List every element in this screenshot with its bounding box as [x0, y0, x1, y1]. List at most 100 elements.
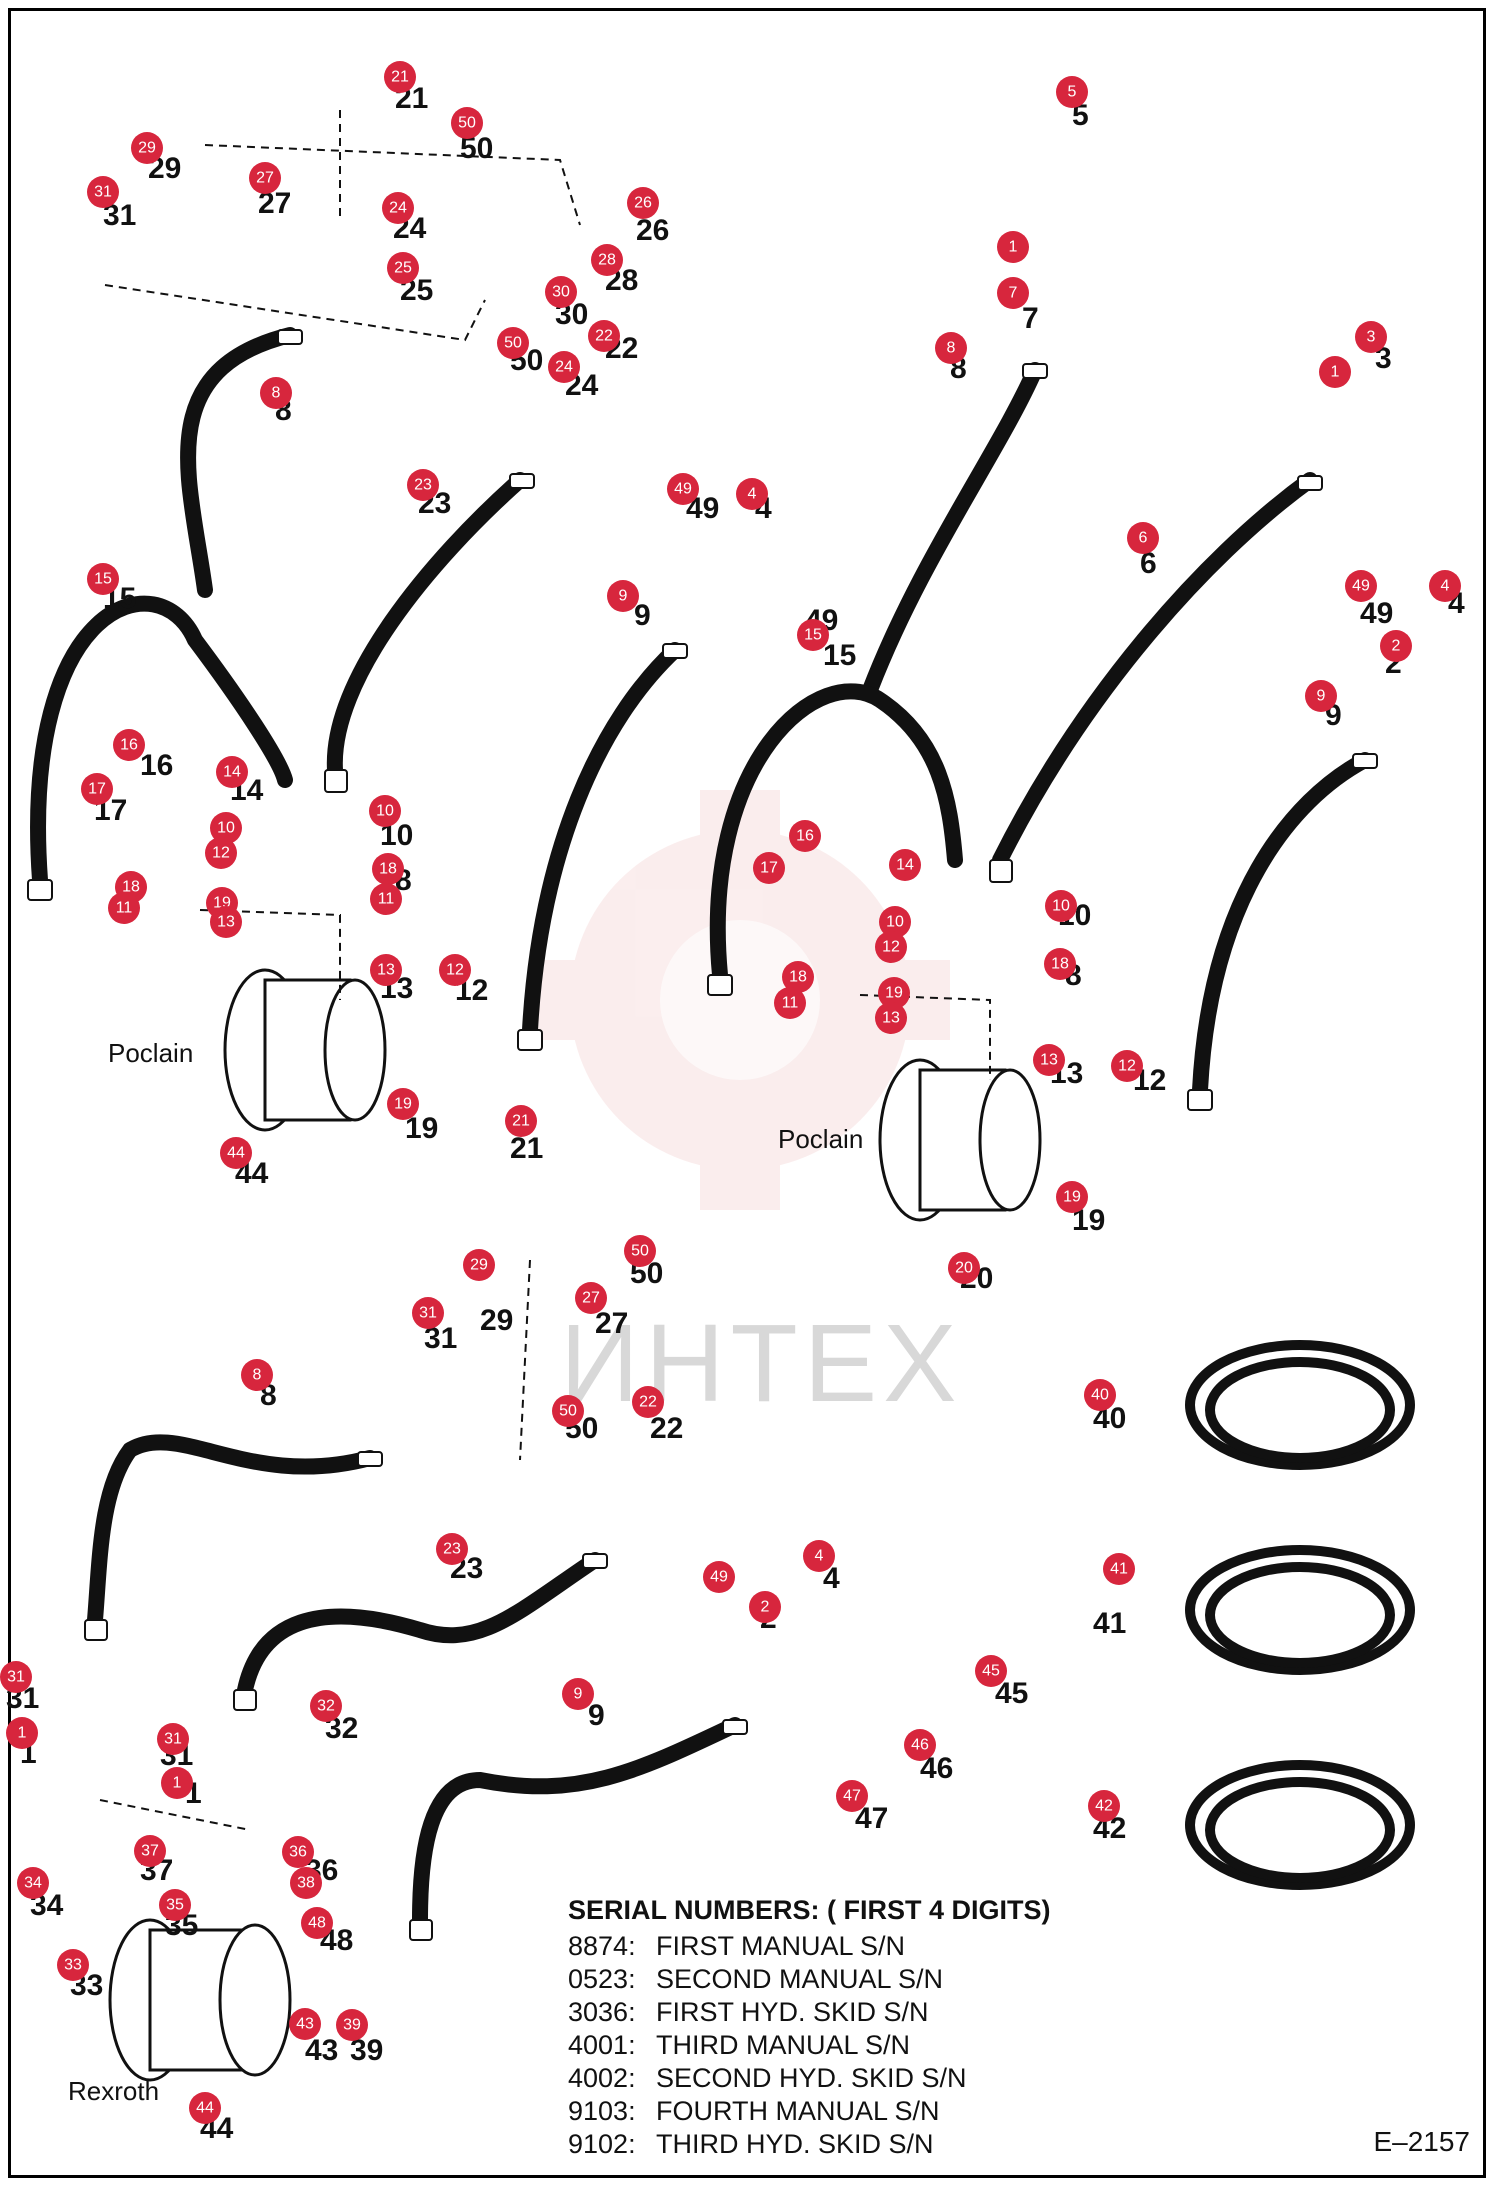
badge-31b: 31	[412, 1297, 444, 1329]
badge-50: 50	[451, 107, 483, 139]
badge-14: 14	[216, 756, 248, 788]
badge-22b: 22	[632, 1386, 664, 1418]
svg-text:9: 9	[619, 588, 628, 605]
serial-code: 8874:	[568, 1931, 636, 1961]
badge-42: 42	[1088, 1790, 1120, 1822]
svg-text:50: 50	[559, 1403, 577, 1420]
svg-text:19: 19	[394, 1096, 412, 1113]
badge-19d: 19	[1056, 1181, 1088, 1213]
svg-text:49: 49	[1360, 597, 1393, 630]
svg-text:49: 49	[710, 1569, 728, 1586]
svg-text:9: 9	[574, 1686, 583, 1703]
serial-numbers-table: SERIAL NUMBERS: ( FIRST 4 DIGITS) 8874:F…	[568, 1895, 1051, 2161]
svg-text:42: 42	[1095, 1798, 1113, 1815]
badge-49c: 49	[703, 1561, 735, 1593]
svg-text:1: 1	[1009, 239, 1018, 256]
svg-text:4: 4	[815, 1548, 824, 1565]
svg-text:10: 10	[886, 914, 904, 931]
serial-text: THIRD MANUAL S/N	[656, 2030, 911, 2060]
svg-text:1: 1	[173, 1775, 182, 1792]
serial-code: 0523:	[568, 1964, 636, 1994]
badge-22: 22	[588, 320, 620, 352]
page-frame	[8, 8, 1486, 2178]
hoses	[30, 327, 1373, 1928]
badge-46: 46	[904, 1729, 936, 1761]
badge-10: 10	[210, 812, 242, 844]
badge-20: 20	[948, 1252, 980, 1284]
badge-10d: 10	[1045, 890, 1077, 922]
badge-1b: 1	[1319, 356, 1351, 388]
badge-44: 44	[220, 1137, 252, 1169]
svg-text:50: 50	[631, 1243, 649, 1260]
drawing-id: E–2157	[1373, 2126, 1470, 2157]
badge-15b: 15	[797, 619, 829, 651]
badge-23: 23	[407, 469, 439, 501]
badge-18d: 18	[1044, 948, 1076, 980]
motor-poclain-right	[878, 1058, 1042, 1222]
svg-text:31: 31	[7, 1669, 25, 1686]
svg-text:9: 9	[1317, 688, 1326, 705]
serial-text: SECOND MANUAL S/N	[656, 1964, 944, 1994]
svg-text:1: 1	[18, 1725, 27, 1742]
svg-text:26: 26	[634, 195, 652, 212]
svg-text:4: 4	[823, 1562, 840, 1595]
svg-text:15: 15	[823, 639, 856, 672]
svg-text:26: 26	[636, 214, 669, 247]
svg-text:17: 17	[760, 860, 778, 877]
svg-text:19: 19	[885, 985, 903, 1002]
svg-text:49: 49	[674, 481, 692, 498]
svg-text:29: 29	[470, 1257, 488, 1274]
svg-text:29: 29	[138, 140, 156, 157]
serial-row: 9103:FOURTH MANUAL S/N	[568, 2095, 1051, 2128]
svg-text:21: 21	[512, 1113, 530, 1130]
svg-text:35: 35	[166, 1897, 184, 1914]
badge-50c: 50	[624, 1235, 656, 1267]
badge-8c: 8	[241, 1359, 273, 1391]
badge-11c: 11	[774, 987, 806, 1019]
svg-text:3: 3	[1367, 329, 1376, 346]
badge-12d: 12	[1111, 1050, 1143, 1082]
svg-text:23: 23	[443, 1541, 461, 1558]
svg-text:14: 14	[223, 764, 241, 781]
badge-36: 36	[282, 1836, 314, 1868]
badge-12c: 12	[875, 931, 907, 963]
svg-text:13: 13	[377, 962, 395, 979]
svg-text:9: 9	[634, 599, 651, 632]
svg-text:11: 11	[116, 900, 133, 917]
svg-text:22: 22	[595, 328, 613, 345]
svg-text:33: 33	[64, 1957, 82, 1974]
badge-10b: 10	[369, 795, 401, 827]
badge-49: 49	[667, 473, 699, 505]
svg-text:31: 31	[94, 184, 112, 201]
svg-text:47: 47	[843, 1788, 861, 1805]
svg-text:21: 21	[391, 69, 409, 86]
serial-code: 9103:	[568, 2096, 636, 2126]
badge-25: 25	[387, 252, 419, 284]
badge-4c: 4	[803, 1540, 835, 1572]
badge-15: 15	[87, 563, 119, 595]
svg-text:16: 16	[140, 749, 173, 782]
badge-11: 11	[370, 883, 402, 915]
svg-text:45: 45	[982, 1663, 1000, 1680]
svg-text:7: 7	[1009, 285, 1018, 302]
svg-text:2: 2	[761, 1599, 770, 1616]
svg-text:23: 23	[414, 477, 432, 494]
badge-21b: 21	[505, 1105, 537, 1137]
badge-30: 30	[545, 276, 577, 308]
badge-13: 13	[210, 906, 242, 938]
badge-27: 27	[249, 162, 281, 194]
badge-13b: 13	[370, 954, 402, 986]
badge-38: 38	[290, 1867, 322, 1899]
badge-24b: 24	[548, 351, 580, 383]
badge-31d: 31	[157, 1723, 189, 1755]
badge-43: 43	[289, 2008, 321, 2040]
badge-19c: 19	[878, 977, 910, 1009]
svg-text:12: 12	[882, 939, 900, 956]
badge-33: 33	[57, 1949, 89, 1981]
serial-row: 3036:FIRST HYD. SKID S/N	[568, 1996, 1051, 2029]
badge-39: 39	[336, 2009, 368, 2041]
badge-10c: 10	[879, 906, 911, 938]
serial-heading: SERIAL NUMBERS: ( FIRST 4 DIGITS)	[568, 1895, 1051, 1925]
svg-text:36: 36	[289, 1844, 307, 1861]
badge-13c: 13	[875, 1002, 907, 1034]
